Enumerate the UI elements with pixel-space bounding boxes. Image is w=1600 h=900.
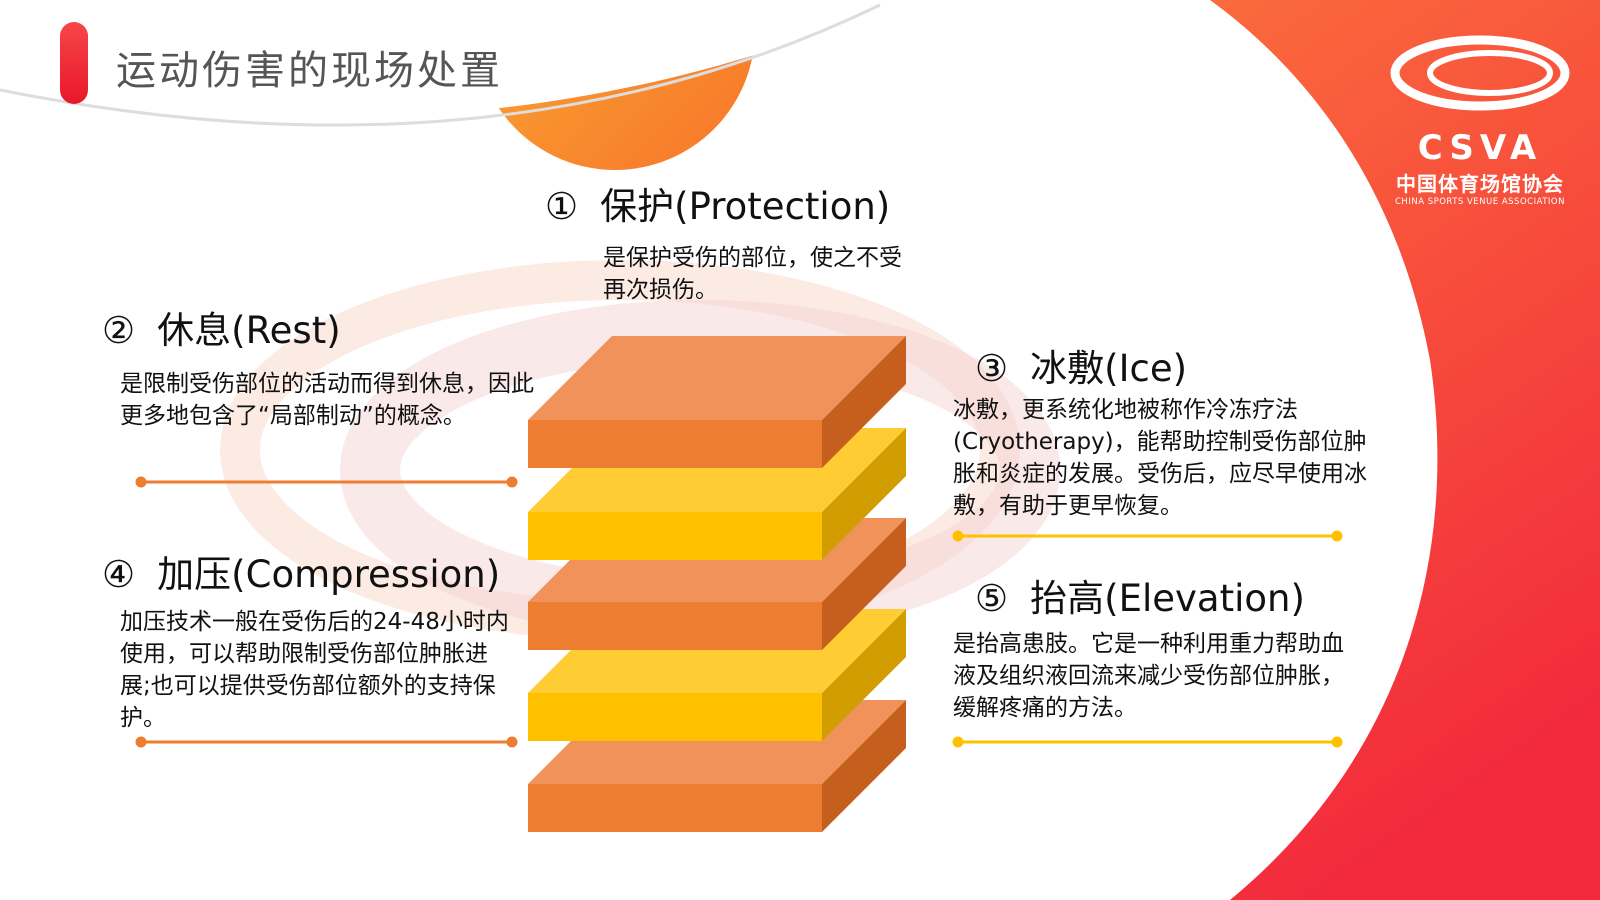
text-elevation: 是抬高患肢。它是一种利用重力帮助血液及组织液回流来减少受伤部位肿胀，缓解疼痛的方…	[953, 631, 1344, 721]
logo-name-en: CHINA SPORTS VENUE ASSOCIATION	[1395, 197, 1565, 207]
logo-ring-icon	[1390, 35, 1570, 111]
text-rest: 是限制受伤部位的活动而得到休息，因此更多地包含了“局部制动”的概念。	[120, 371, 534, 429]
page-title: 运动伤害的现场处置	[116, 48, 503, 94]
csva-logo: CSVA 中国体育场馆协会 CHINA SPORTS VENUE ASSOCIA…	[1380, 28, 1580, 207]
red-corner-shape	[1210, 0, 1600, 900]
divider-compression	[135, 736, 518, 748]
white-swoosh	[0, 0, 900, 119]
text-protection: 是保护受伤的部位，使之不受再次损伤。	[603, 245, 902, 303]
stack-of-layers	[528, 336, 906, 832]
text-ice: 冰敷，更系统化地被称作冷冻疗法(Cryotherapy)，能帮助控制受伤部位肿胀…	[953, 397, 1367, 519]
divider-ice	[952, 530, 1343, 542]
divider-elevation	[952, 736, 1343, 748]
divider-rest	[135, 476, 518, 488]
layer-1	[528, 336, 906, 468]
logo-name-cn: 中国体育场馆协会	[1396, 172, 1564, 196]
text-compression: 加压技术一般在受伤后的24-48小时内使用，可以帮助限制受伤部位肿胀进展;也可以…	[120, 609, 509, 731]
title-accent-bar	[60, 22, 88, 104]
logo-abbr: CSVA	[1417, 128, 1543, 168]
